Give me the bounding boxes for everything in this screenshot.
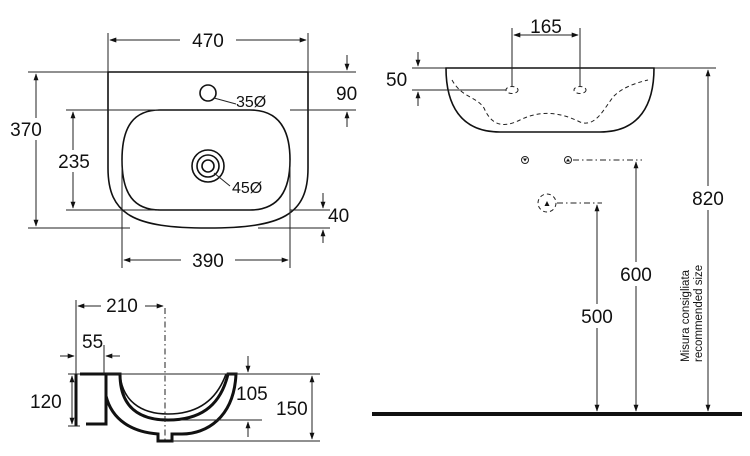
dim-235-label: 235 <box>58 152 90 173</box>
dim-370-label: 370 <box>10 120 42 141</box>
dim-55-label: 55 <box>82 332 103 353</box>
drain-inner <box>201 159 215 173</box>
dim-165-label: 165 <box>530 17 562 38</box>
dim-820-label: 820 <box>692 189 724 210</box>
dim-150-label: 150 <box>276 399 308 420</box>
drain-hole-label: 45Ø <box>232 180 262 197</box>
drain-outlet-mark <box>544 201 550 206</box>
section-view: 210 55 120 105 150 <box>30 294 320 443</box>
dim-470-label: 470 <box>192 31 224 52</box>
drain-outer <box>191 149 225 183</box>
leader-45 <box>213 172 231 187</box>
valve-left-mark <box>523 158 527 162</box>
tap-hole-label: 35Ø <box>236 94 266 111</box>
note-italian: Misura consigliata <box>680 269 692 362</box>
drain-outlet <box>537 193 557 213</box>
dim-600-label: 600 <box>620 265 652 286</box>
dim-50-label: 50 <box>386 70 407 91</box>
dim-40-label: 40 <box>328 206 349 227</box>
basin-outline <box>107 71 309 229</box>
dim-105-label: 105 <box>236 384 268 405</box>
leader-35 <box>213 97 237 105</box>
front-bowl-hidden <box>451 79 649 125</box>
section-bowl <box>104 372 238 443</box>
top-view: 470 370 235 390 90 40 35Ø <box>4 28 357 272</box>
front-tap-left <box>505 86 519 94</box>
valve-right-mark <box>566 158 570 162</box>
section-bowl-inner <box>119 373 227 415</box>
drain-mid <box>196 154 220 178</box>
dim-500-label: 500 <box>581 307 613 328</box>
dim-210-label: 210 <box>106 296 138 317</box>
front-view: 165 50 500 600 820 Misura consig <box>372 17 742 416</box>
front-basin-outline <box>445 67 655 133</box>
dim-90-label: 90 <box>336 84 357 105</box>
front-tap-right <box>573 86 587 94</box>
bowl-outline <box>121 109 291 211</box>
valve-right <box>564 156 572 164</box>
section-back <box>80 372 108 426</box>
note-english: recommended size <box>693 265 705 362</box>
tap-hole <box>199 84 217 102</box>
dim-120-label: 120 <box>30 392 62 413</box>
dim-390-label: 390 <box>192 251 224 272</box>
valve-left <box>521 156 529 164</box>
